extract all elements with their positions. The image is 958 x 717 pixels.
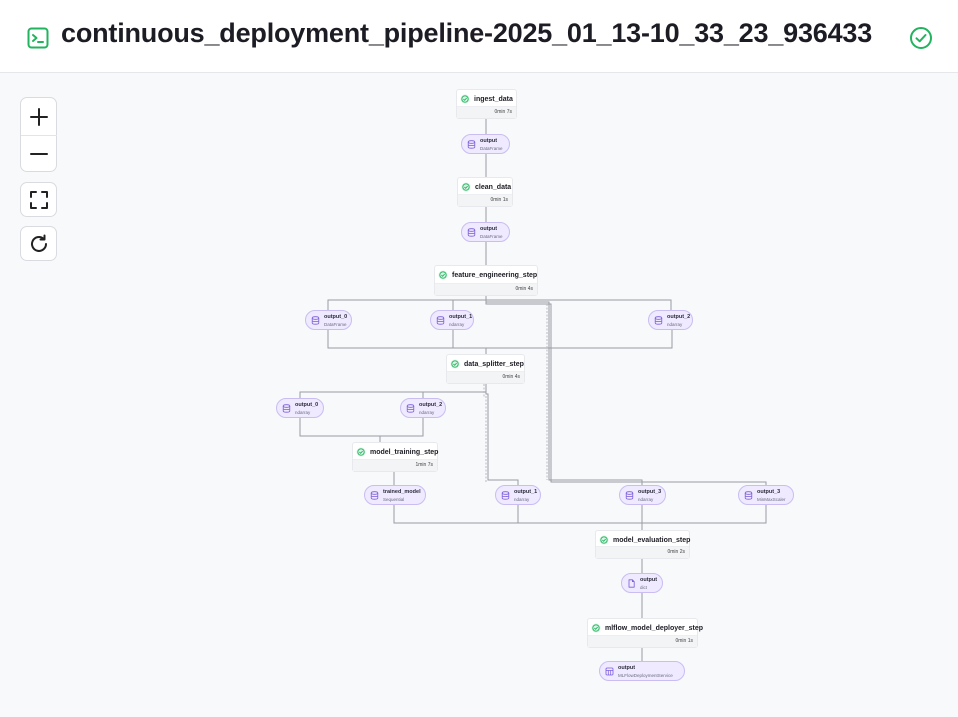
artifact-type: ndarray — [514, 497, 530, 502]
artifact-name: output_1 — [449, 314, 473, 320]
step-name: clean_data — [475, 183, 512, 191]
artifact-name: output_0 — [324, 314, 348, 320]
terminal-icon — [27, 27, 49, 49]
minus-icon — [30, 152, 48, 155]
artifact-type: ndarray — [667, 322, 683, 327]
artifact-node[interactable]: output_1 ndarray — [430, 310, 474, 330]
database-icon — [467, 140, 476, 149]
step-name: ingest_data — [474, 95, 513, 103]
artifact-name: output_3 — [638, 489, 662, 495]
artifact-name: output_0 — [295, 402, 319, 408]
check-circle-icon — [910, 27, 932, 49]
artifact-name: output_2 — [667, 314, 691, 320]
zoom-out-button[interactable] — [21, 135, 57, 172]
artifact-type: ndarray — [295, 410, 311, 415]
artifact-node[interactable]: output DataFrame — [461, 134, 510, 154]
step-node-model-training[interactable]: model_training_step 1min 7s — [352, 442, 438, 472]
database-icon — [744, 491, 753, 500]
step-name: model_training_step — [370, 448, 439, 456]
step-duration: 0min 2s — [667, 549, 685, 555]
artifact-node[interactable]: output_3 MinMaxScaler — [738, 485, 794, 505]
service-icon — [605, 667, 614, 676]
artifact-name: output_2 — [419, 402, 443, 408]
step-duration: 1min 7s — [415, 462, 433, 468]
step-name: model_evaluation_step — [613, 536, 691, 544]
check-circle-icon — [460, 94, 470, 104]
step-duration: 0min 1s — [675, 638, 693, 644]
artifact-node[interactable]: output dict — [621, 573, 663, 593]
database-icon — [436, 316, 445, 325]
artifact-type: ndarray — [638, 497, 654, 502]
artifact-type: dict — [640, 585, 648, 590]
fit-view-button[interactable] — [20, 182, 57, 217]
artifact-node[interactable]: output_2 ndarray — [648, 310, 693, 330]
plus-icon — [30, 107, 48, 126]
check-circle-icon — [461, 182, 471, 192]
step-node-model-evaluation[interactable]: model_evaluation_step 0min 2s — [595, 530, 690, 559]
artifact-type: MLFlowDeploymentService — [618, 673, 673, 678]
step-name: data_splitter_step — [464, 360, 524, 368]
database-icon — [501, 491, 510, 500]
artifact-node[interactable]: output_3 ndarray — [619, 485, 666, 505]
artifact-name: output — [480, 226, 498, 232]
step-node-mlflow-deployer[interactable]: mlflow_model_deployer_step 0min 1s — [587, 618, 703, 648]
artifact-name: output_1 — [514, 489, 538, 495]
check-circle-icon — [450, 359, 460, 369]
database-icon — [282, 404, 291, 413]
step-duration: 0min 7s — [494, 109, 512, 115]
database-icon — [654, 316, 663, 325]
check-circle-icon — [591, 623, 601, 633]
artifact-node[interactable]: output DataFrame — [461, 222, 510, 242]
artifact-type: DataFrame — [480, 146, 503, 151]
artifact-type: ndarray — [419, 410, 435, 415]
step-node-ingest-data[interactable]: ingest_data 0min 7s — [456, 89, 517, 119]
document-icon — [628, 579, 635, 588]
artifact-type: MinMaxScaler — [757, 497, 786, 502]
artifact-type: Sequential — [383, 497, 405, 502]
artifact-name: output_3 — [757, 489, 781, 495]
step-node-clean-data[interactable]: clean_data 0min 1s — [457, 177, 513, 207]
artifact-name: output — [640, 577, 658, 583]
page-title: continuous_deployment_pipeline-2025_01_1… — [61, 18, 873, 48]
refresh-icon — [31, 234, 47, 252]
database-icon — [625, 491, 634, 500]
check-circle-icon — [599, 535, 609, 545]
step-node-feature-engineering[interactable]: feature_engineering_step 0min 4s — [434, 265, 538, 296]
artifact-name: output — [618, 665, 636, 671]
check-circle-icon — [356, 447, 366, 457]
zoom-in-button[interactable] — [21, 98, 57, 136]
artifact-node[interactable]: output MLFlowDeploymentService — [599, 661, 685, 681]
artifact-node[interactable]: trained_model Sequential — [364, 485, 426, 505]
database-icon — [370, 491, 379, 500]
zoom-control-group — [20, 97, 57, 172]
database-icon — [406, 404, 415, 413]
artifact-name: trained_model — [383, 489, 421, 495]
artifact-node[interactable]: output_1 ndarray — [495, 485, 541, 505]
step-duration: 0min 1s — [490, 197, 508, 203]
reset-layout-button[interactable] — [20, 226, 57, 261]
database-icon — [467, 228, 476, 237]
fit-view-icon — [30, 190, 48, 209]
artifact-type: DataFrame — [480, 234, 503, 239]
artifact-node[interactable]: output_0 ndarray — [276, 398, 324, 418]
database-icon — [311, 316, 320, 325]
step-duration: 0min 4s — [502, 374, 520, 380]
step-name: mlflow_model_deployer_step — [605, 624, 704, 632]
artifact-type: DataFrame — [324, 322, 347, 327]
pipeline-header: continuous_deployment_pipeline-2025_01_1… — [0, 0, 958, 73]
artifact-node[interactable]: output_0 DataFrame — [305, 310, 352, 330]
artifact-type: ndarray — [449, 322, 465, 327]
artifact-node[interactable]: output_2 ndarray — [400, 398, 446, 418]
step-name: feature_engineering_step — [452, 271, 538, 279]
check-circle-icon — [438, 270, 448, 280]
step-node-data-splitter[interactable]: data_splitter_step 0min 4s — [446, 354, 525, 384]
artifact-name: output — [480, 138, 498, 144]
step-duration: 0min 4s — [515, 286, 533, 292]
